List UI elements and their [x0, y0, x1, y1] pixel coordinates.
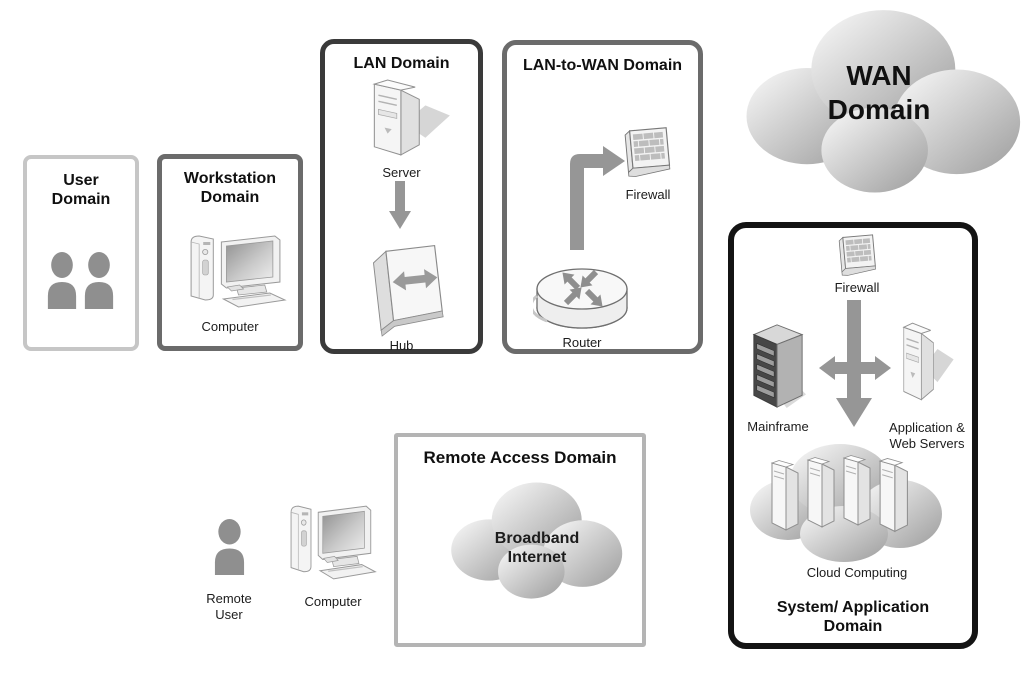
firewall-icon — [835, 230, 879, 280]
computer-label: Computer — [304, 594, 362, 609]
cloud-computing-icon — [742, 436, 946, 568]
cloud-computing-label: Cloud Computing — [806, 565, 908, 580]
user-domain-title: User Domain — [51, 172, 111, 208]
firewall-label: Firewall — [834, 280, 880, 295]
workstation-domain-box: Workstation Domain Computer — [157, 154, 303, 351]
cloud-icon — [444, 478, 624, 604]
workstation-domain-title: Workstation Domain — [183, 170, 277, 206]
down-arrow-icon — [389, 181, 411, 231]
system-application-domain-title: System/ Application Domain — [776, 599, 930, 635]
bent-arrow-icon — [566, 146, 626, 250]
broadband-internet-label: Broadband Internet — [494, 530, 580, 566]
router-icon — [533, 251, 631, 333]
application-web-servers-label: Application & Web Servers — [889, 420, 965, 451]
computer-label: Computer — [201, 319, 259, 334]
remote-user-icon — [213, 518, 246, 575]
hub-icon — [363, 235, 447, 337]
computer-icon — [181, 229, 288, 311]
application-web-server-icon — [893, 320, 957, 408]
firewall-label: Firewall — [625, 187, 671, 202]
server-icon — [358, 77, 455, 163]
computer-icon — [282, 499, 378, 583]
remote-access-domain-box: Remote Access Domain Broadband Internet — [394, 433, 646, 647]
wan-domain-title: WAN Domain — [827, 60, 931, 125]
system-application-domain-box: Firewall Mainframe Application & Web Ser… — [728, 222, 978, 649]
cloud-icon — [735, 3, 1023, 201]
users-icon — [46, 251, 115, 309]
mainframe-label: Mainframe — [747, 419, 809, 434]
hub-label: Hub — [389, 338, 414, 353]
lan-domain-box: LAN Domain Server Hub — [320, 39, 483, 354]
person-icon — [83, 251, 115, 309]
router-label: Router — [562, 335, 602, 350]
lan-domain-title: LAN Domain — [353, 55, 450, 72]
wan-domain-cloud: WAN Domain — [735, 3, 1023, 201]
double-arrow-icon — [819, 354, 891, 382]
user-domain-box: User Domain — [23, 155, 139, 351]
mainframe-icon — [750, 318, 806, 410]
lan-to-wan-domain-title: LAN-to-WAN Domain — [522, 57, 683, 74]
lan-to-wan-domain-box: LAN-to-WAN Domain Firewall Router — [502, 40, 703, 354]
remote-access-domain-title: Remote Access Domain — [423, 448, 617, 467]
server-label: Server — [382, 165, 421, 180]
firewall-icon — [620, 122, 674, 182]
remote-user-label: Remote User — [206, 591, 252, 622]
person-icon — [46, 251, 78, 309]
